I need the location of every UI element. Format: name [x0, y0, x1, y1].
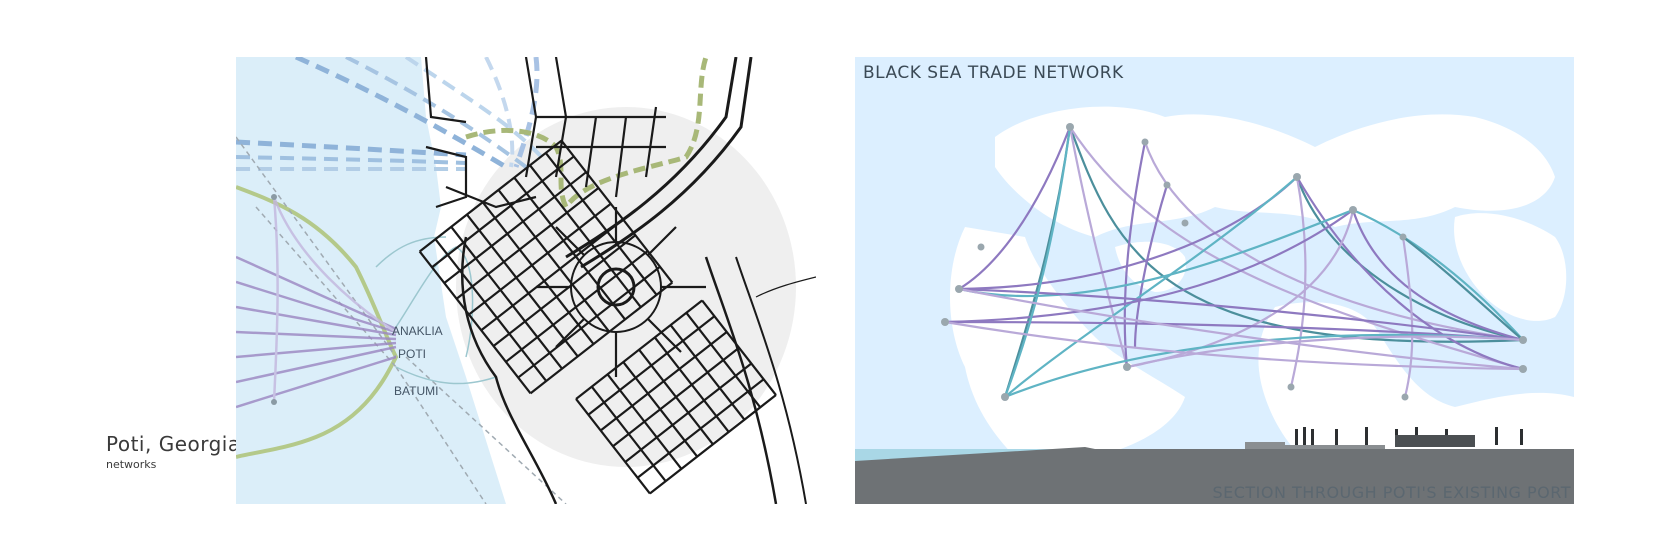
label-poti: POTI [398, 347, 426, 361]
node [1349, 206, 1357, 214]
node [1163, 181, 1171, 189]
node [1123, 363, 1131, 371]
node [1519, 365, 1527, 373]
label-batumi: BATUMI [394, 384, 438, 398]
purple-routes [236, 196, 397, 409]
shipping-routes [236, 57, 548, 171]
node [1399, 233, 1407, 241]
node [1066, 123, 1074, 131]
trade-network-svg [855, 106, 1574, 504]
black-sea-trade-network-map: BLACK SEA TRADE NETWORK SECTION THROUGH … [855, 57, 1574, 504]
node [1401, 393, 1409, 401]
node [1001, 393, 1009, 401]
poti-map-svg: ANAKLIA POTI BATUMI [236, 57, 816, 504]
node [1519, 336, 1527, 344]
caption-title: Poti, Georgia [106, 432, 241, 456]
port-nodes [941, 123, 1527, 401]
route-nodes [271, 194, 277, 405]
map-caption: Poti, Georgia networks [106, 432, 241, 471]
node [941, 318, 949, 326]
label-anaklia: ANAKLIA [392, 324, 443, 338]
node [977, 243, 985, 251]
trade-network-title: BLACK SEA TRADE NETWORK [863, 63, 1124, 83]
land-masses [950, 106, 1574, 477]
container-ship [1395, 435, 1475, 447]
port-section-title: SECTION THROUGH POTI'S EXISTING PORT [1212, 483, 1571, 502]
node [1287, 383, 1295, 391]
poti-network-map: ANAKLIA POTI BATUMI [236, 57, 816, 504]
node [1141, 138, 1149, 146]
caption-subtitle: networks [106, 458, 157, 471]
green-route [465, 57, 709, 212]
port-section [855, 427, 1574, 504]
node [1293, 173, 1301, 181]
street-grid [418, 57, 816, 504]
node [955, 285, 963, 293]
node [1181, 219, 1189, 227]
grey-dotted-lines [236, 136, 567, 504]
